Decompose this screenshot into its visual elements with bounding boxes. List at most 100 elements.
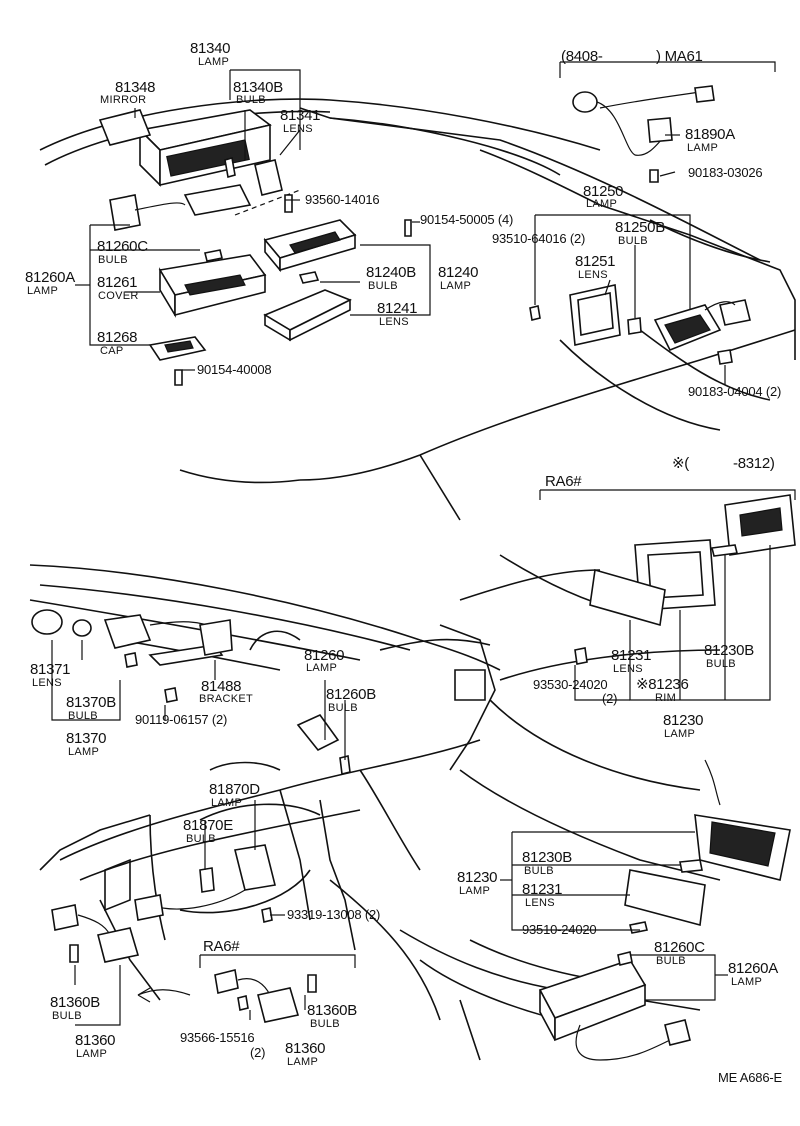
label-81360b-2-desc: BULB [310, 1018, 340, 1030]
label-81231-b-num: 81231 [522, 881, 563, 898]
label-81230b-1-desc: BULB [706, 658, 736, 670]
label-8312-num: ※( [672, 455, 689, 472]
label-81230-b-num: 81230 [457, 869, 498, 886]
label-90154-40008: 90154-40008 [197, 362, 272, 377]
label-81488-num: 81488 [201, 678, 242, 695]
label-81236-num: ※81236 [636, 676, 689, 693]
label-93319-13008: 93319-13008 (2) [287, 907, 381, 922]
vanity-lamp-assembly [98, 109, 301, 231]
footwell-lamp-81260a [538, 951, 691, 1061]
label-81231-b-desc: LENS [525, 897, 555, 909]
label-81870e-num: 81870E [183, 817, 233, 834]
label-81260a-1-desc: LAMP [27, 285, 59, 297]
label-81870d-desc: LAMP [211, 797, 243, 809]
label-81341-desc: LENS [283, 123, 313, 135]
label-81230b-2-desc: BULB [524, 865, 554, 877]
label-81260-desc: LAMP [306, 662, 338, 674]
label-90154-50005: 90154-50005 (4) [420, 212, 514, 227]
label-81268-num: 81268 [97, 329, 138, 346]
label-81260c-1-num: 81260C [97, 238, 148, 255]
label-81231-a-num: 81231 [611, 647, 652, 664]
label-81890a-num: 81890A [685, 126, 735, 143]
label-81370b-desc: BULB [68, 710, 98, 722]
label-81340b-desc: BULB [236, 94, 266, 106]
label-81260c-2-num: 81260C [654, 939, 705, 956]
label-81370-num: 81370 [66, 730, 107, 747]
label-81250-num: 81250 [583, 183, 624, 200]
label-81251-desc: LENS [578, 269, 608, 281]
label-81230b-1-num: 81230B [704, 642, 754, 659]
label-81230-b-desc: LAMP [459, 885, 491, 897]
label-ra6-lower: RA6# [203, 938, 240, 955]
dashboard-outline [29, 554, 721, 1061]
leader-lines [51, 61, 796, 1026]
label-81260a-2-num: 81260A [728, 960, 778, 977]
label-81371-num: 81371 [30, 661, 71, 678]
label-93566-15516-num: 93566-15516 [180, 1030, 255, 1045]
label-81230-a-num: 81230 [663, 712, 704, 729]
label-8408-suffix: ) MA61 [656, 48, 703, 65]
label-81260c-2-desc: BULB [656, 955, 686, 967]
label-81251-num: 81251 [575, 253, 616, 270]
label-81360-a-desc: LAMP [76, 1048, 108, 1060]
label-81360-a-num: 81360 [75, 1032, 116, 1049]
label-81260-num: 81260 [304, 647, 345, 664]
label-93530-24020-desc: (2) [602, 691, 618, 706]
label-81340b-num: 81340B [233, 79, 283, 96]
ash-tray-lamp-81360 [51, 904, 317, 1023]
label-81370b-num: 81370B [66, 694, 116, 711]
label-81348-num: 81348 [115, 79, 156, 96]
label-93566-15516-desc: (2) [250, 1045, 266, 1060]
label-81870d-num: 81870D [209, 781, 260, 798]
glove-box-lamp-81260 [134, 714, 351, 923]
label-93510-64016: 93510-64016 (2) [492, 231, 586, 246]
label-81348-desc: MIRROR [100, 94, 147, 106]
label-81488-desc: BRACKET [199, 693, 254, 705]
courtesy-lamp-81230-assembled [624, 759, 791, 934]
map-lamp-81240 [263, 219, 412, 342]
label-81890a-desc: LAMP [687, 142, 719, 154]
label-81240-desc: LAMP [440, 280, 472, 292]
label-8408-num: (8408- [561, 48, 603, 65]
label-81371-desc: LENS [32, 677, 62, 689]
label-81250-desc: LAMP [586, 198, 618, 210]
diagram-reference-code: ME A686-E [718, 1070, 782, 1085]
label-81340-num: 81340 [190, 40, 231, 57]
label-81360-b-desc: LAMP [287, 1056, 319, 1068]
label-81231-a-desc: LENS [613, 663, 643, 675]
label-90119-06157: 90119-06157 (2) [135, 712, 228, 727]
label-81268-desc: CAP [100, 345, 124, 357]
label-81230-a-desc: LAMP [664, 728, 696, 740]
label-81370-desc: LAMP [68, 746, 100, 758]
label-90183-03026: 90183-03026 [688, 165, 763, 180]
label-90183-04004: 90183-04004 (2) [688, 384, 782, 399]
label-81240b-desc: BULB [368, 280, 398, 292]
dome-lamp-81260a [148, 249, 267, 386]
label-ra6-upper: RA6# [545, 473, 582, 490]
label-81260b-desc: BULB [328, 702, 358, 714]
label-81340-desc: LAMP [198, 56, 230, 68]
luggage-lamp-81250 [529, 85, 751, 365]
label-81240b-num: 81240B [366, 264, 416, 281]
label-81236-desc: RIM [655, 692, 677, 704]
label-93510-24020: 93510-24020 [522, 922, 597, 937]
label-81240-num: 81240 [438, 264, 479, 281]
label-93560-14016: 93560-14016 [305, 192, 380, 207]
cigar-lamp-81370 [31, 609, 233, 703]
courtesy-lamp-81230-exploded [574, 494, 796, 665]
label-81360-b-num: 81360 [285, 1040, 326, 1057]
label-81230b-2-num: 81230B [522, 849, 572, 866]
label-81360b-1-desc: BULB [52, 1010, 82, 1022]
label-8312-suffix: -8312) [733, 455, 775, 472]
label-81241-desc: LENS [379, 316, 409, 328]
roof-outline [39, 98, 796, 521]
label-81260a-1-num: 81260A [25, 269, 75, 286]
label-81870e-desc: BULB [186, 833, 216, 845]
label-81360b-1-num: 81360B [50, 994, 100, 1011]
label-81250b-num: 81250B [615, 219, 665, 236]
label-81250b-desc: BULB [618, 235, 648, 247]
label-81261-num: 81261 [97, 274, 138, 291]
label-81341-num: 81341 [280, 107, 321, 124]
